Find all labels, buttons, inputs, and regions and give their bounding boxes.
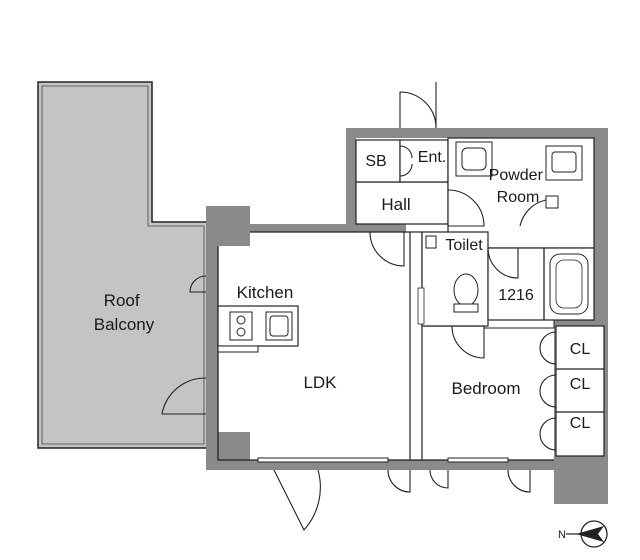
roof-balcony (37, 81, 209, 449)
doors (161, 82, 557, 531)
closet-label-3: CL (570, 415, 591, 432)
bath-label: 1216 (498, 287, 534, 304)
sb-label: SB (365, 153, 386, 170)
compass-north-label: N (558, 529, 566, 541)
powder-room-line-1: Powder (489, 167, 544, 184)
powder-room-line-2: Room (497, 189, 540, 206)
roof-balcony-line-1: Roof (104, 291, 140, 310)
closet-label-1: CL (570, 341, 591, 358)
kitchen-label: Kitchen (237, 283, 294, 302)
entrance-label: Ent. (418, 149, 446, 166)
powder-room-label: Powder Room (489, 167, 548, 206)
closet-label-2: CL (570, 376, 591, 393)
compass-icon: N (558, 520, 608, 548)
ldk-label: LDK (303, 373, 337, 392)
hall-label: Hall (381, 195, 410, 214)
roof-balcony-line-2: Balcony (94, 315, 155, 334)
toilet-label: Toilet (445, 237, 483, 254)
windows (257, 287, 509, 463)
fixtures (229, 141, 589, 341)
roof-balcony-label: Roof Balcony (94, 291, 155, 334)
bedroom-label: Bedroom (452, 379, 521, 398)
